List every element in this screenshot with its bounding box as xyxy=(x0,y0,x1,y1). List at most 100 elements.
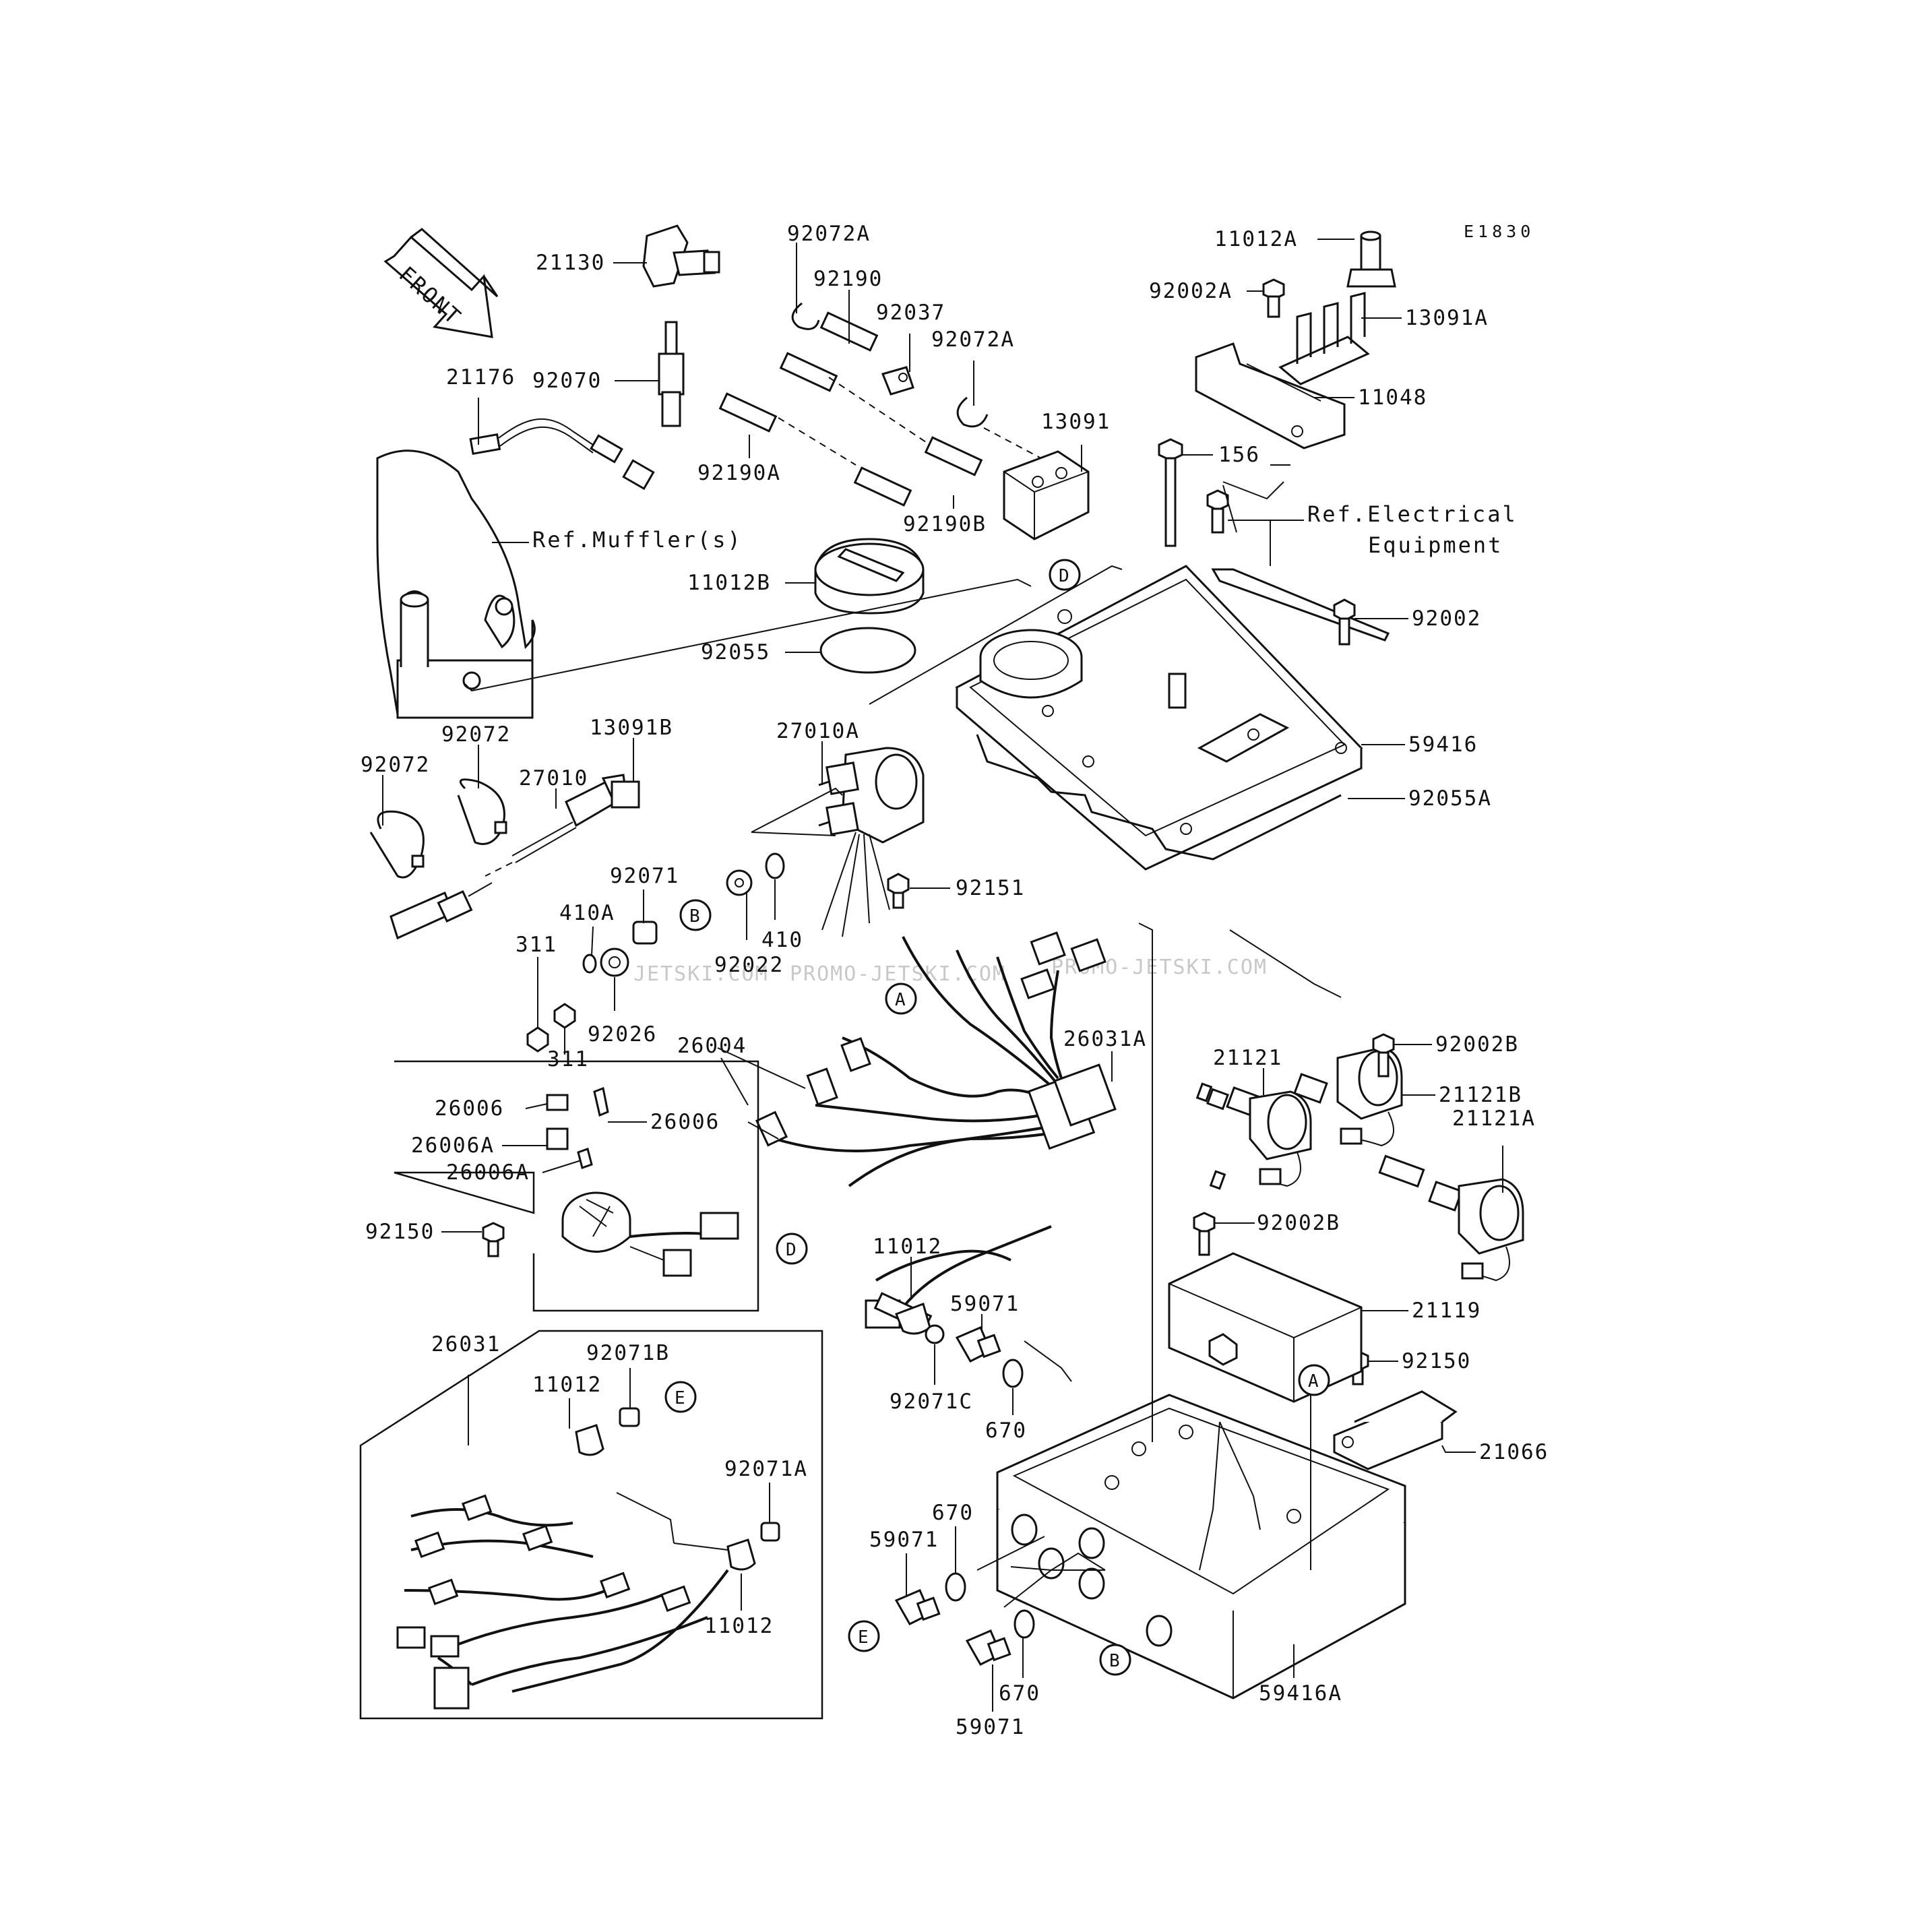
sub-harness-group-box xyxy=(359,1330,823,1720)
svg-text:A: A xyxy=(895,990,906,1010)
drain-plugs-icon xyxy=(894,1326,1035,1666)
washer-92022-icon xyxy=(726,869,753,896)
label-92151: 92151 xyxy=(956,876,1025,900)
label-13091b: 13091B xyxy=(590,716,673,740)
parts-artwork xyxy=(369,224,1524,1710)
gasket-92055a-icon xyxy=(976,734,1342,861)
grommets-icon xyxy=(575,1292,945,1571)
label-26004: 26004 xyxy=(677,1034,747,1058)
label-26006a-lower: 26006A xyxy=(446,1160,530,1185)
label-92150-left: 92150 xyxy=(365,1220,435,1244)
generator-housing-icon xyxy=(818,747,925,937)
callout-a-harness: A xyxy=(885,983,917,1015)
cap-11012b-icon xyxy=(814,538,925,615)
label-21121a: 21121A xyxy=(1452,1107,1536,1131)
label-26031: 26031 xyxy=(431,1332,501,1357)
label-11012-center: 11012 xyxy=(873,1235,942,1259)
knob-11012a-icon xyxy=(1346,230,1396,288)
bolt-92002-icon xyxy=(1333,598,1356,646)
bolt-92002a-icon xyxy=(1262,278,1285,318)
label-670-middle: 670 xyxy=(932,1501,974,1525)
clamp-92037-icon xyxy=(881,366,914,396)
fuse-case-group-box xyxy=(394,1060,759,1312)
group-outlines xyxy=(359,464,1342,1720)
label-11012-harness-lower: 11012 xyxy=(704,1614,774,1638)
label-59071-upper: 59071 xyxy=(950,1292,1020,1316)
ignition-coils-icon xyxy=(1195,1047,1524,1282)
svg-text:E: E xyxy=(675,1388,685,1408)
callout-e-lower: E xyxy=(848,1620,880,1652)
label-26006-right: 26006 xyxy=(650,1110,720,1134)
callout-b-left: B xyxy=(679,899,712,931)
label-311-lower: 311 xyxy=(547,1047,589,1071)
rubber-block-icon xyxy=(611,780,640,809)
bolt-92002b-icon xyxy=(1193,1033,1395,1256)
label-13091a: 13091A xyxy=(1405,306,1489,330)
electric-case-lower-icon xyxy=(996,1394,1406,1700)
watermark-text-a: JETSKI.COM xyxy=(633,962,769,986)
label-410: 410 xyxy=(761,928,803,952)
label-21130: 21130 xyxy=(536,251,605,275)
ref-muffler-label: Ref.Muffler(s) xyxy=(532,527,743,553)
hoses-icon xyxy=(718,311,1042,507)
label-92055a: 92055A xyxy=(1408,786,1492,811)
label-92002a: 92002A xyxy=(1149,279,1233,303)
label-92150-right: 92150 xyxy=(1402,1349,1471,1373)
muffler-housing-icon xyxy=(376,449,536,719)
label-27010: 27010 xyxy=(519,766,588,790)
spark-plug-cap-icon xyxy=(642,224,720,288)
main-wiring-harness-icon xyxy=(747,931,1117,1329)
sub-wiring-harness-icon xyxy=(396,1494,729,1710)
label-26006a-upper: 26006A xyxy=(411,1133,495,1158)
label-92022: 92022 xyxy=(714,953,784,977)
label-92071c: 92071C xyxy=(890,1390,973,1414)
callout-e-harness: E xyxy=(664,1381,697,1413)
label-92037: 92037 xyxy=(876,301,945,325)
label-11012-harness-upper: 11012 xyxy=(532,1373,602,1397)
label-92072a: 92072A xyxy=(931,328,1015,352)
ref-electrical-label-line2: Equipment xyxy=(1368,532,1503,558)
label-92071b: 92071B xyxy=(586,1341,670,1365)
label-26006-upper: 26006 xyxy=(435,1096,504,1121)
svg-text:D: D xyxy=(1059,566,1069,586)
bolt-92150-icon xyxy=(482,1222,1369,1385)
label-13091: 13091 xyxy=(1041,410,1111,434)
label-92055: 92055 xyxy=(701,640,770,664)
ref-electrical-label-line1: Ref.Electrical xyxy=(1307,501,1518,527)
label-59416a: 59416A xyxy=(1259,1681,1342,1706)
label-21066: 21066 xyxy=(1479,1440,1549,1464)
small-hardware-icon xyxy=(526,921,658,1053)
label-92072a-top: 92072A xyxy=(787,222,871,246)
label-410a: 410A xyxy=(559,901,615,925)
label-92002b-lower: 92002B xyxy=(1257,1211,1340,1235)
callout-a-case: A xyxy=(1298,1364,1330,1396)
label-21121: 21121 xyxy=(1213,1046,1282,1070)
label-670-lower: 670 xyxy=(999,1681,1040,1706)
label-92070: 92070 xyxy=(532,369,602,393)
callout-d-upper: D xyxy=(1049,559,1081,591)
label-92026: 92026 xyxy=(588,1022,657,1047)
electric-box-cover-icon xyxy=(955,565,1363,871)
callouts: D B A D A E E B xyxy=(664,559,1330,1676)
igniter-box-icon xyxy=(1168,1252,1363,1403)
label-21176: 21176 xyxy=(446,365,516,389)
front-arrow-icon: FRONT xyxy=(383,228,499,338)
label-21119: 21119 xyxy=(1412,1299,1481,1323)
o-ring-92055-icon xyxy=(819,627,916,674)
label-11012b: 11012B xyxy=(687,571,771,595)
label-26031a: 26031A xyxy=(1063,1027,1147,1051)
part-labels: 21130 92072A 92190 92037 92072A 11012A 9… xyxy=(361,222,1549,1739)
spark-plug-icon xyxy=(658,321,685,427)
bracket-plate-icon xyxy=(1195,342,1346,449)
callout-b-case: B xyxy=(1099,1644,1131,1676)
label-92190b: 92190B xyxy=(903,512,987,536)
label-59071-lower: 59071 xyxy=(956,1715,1025,1739)
svg-text:D: D xyxy=(786,1240,797,1260)
bolt-92151-icon xyxy=(887,873,910,909)
callout-d-lower: D xyxy=(776,1233,808,1265)
long-bolt-156-icon xyxy=(1158,438,1183,547)
label-92190: 92190 xyxy=(813,267,883,291)
washer-410-icon xyxy=(765,852,785,879)
label-92002b-upper: 92002B xyxy=(1435,1032,1519,1057)
